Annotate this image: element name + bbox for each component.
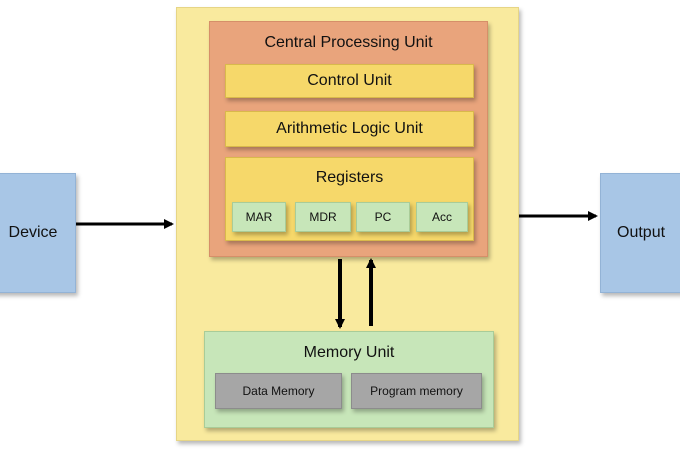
output-device-label: Output: [617, 224, 666, 241]
register-pc: PC: [356, 202, 410, 232]
register-label: MDR: [309, 210, 337, 224]
data-memory-label: Data Memory: [242, 384, 315, 398]
input-device-label: Device: [8, 224, 58, 241]
register-mar: MAR: [232, 202, 286, 232]
register-label: PC: [374, 210, 392, 224]
register-label: MAR: [245, 210, 273, 224]
data-memory-box: Data Memory: [215, 373, 342, 409]
program-memory-box: Program memory: [351, 373, 482, 409]
alu-label: Arithmetic Logic Unit: [276, 120, 423, 137]
alu-box: Arithmetic Logic Unit: [225, 111, 474, 147]
program-memory-label: Program memory: [370, 384, 463, 398]
memory-unit-title: Memory Unit: [303, 344, 395, 361]
input-device-box: Device: [0, 173, 76, 293]
control-unit-box: Control Unit: [225, 64, 474, 98]
register-mdr: MDR: [295, 202, 351, 232]
register-label: Acc: [431, 210, 452, 224]
register-acc: Acc: [416, 202, 468, 232]
control-unit-label: Control Unit: [307, 72, 392, 89]
cpu-title: Central Processing Unit: [264, 34, 433, 51]
output-device-box: Output: [600, 173, 680, 293]
registers-title: Registers: [315, 169, 384, 186]
